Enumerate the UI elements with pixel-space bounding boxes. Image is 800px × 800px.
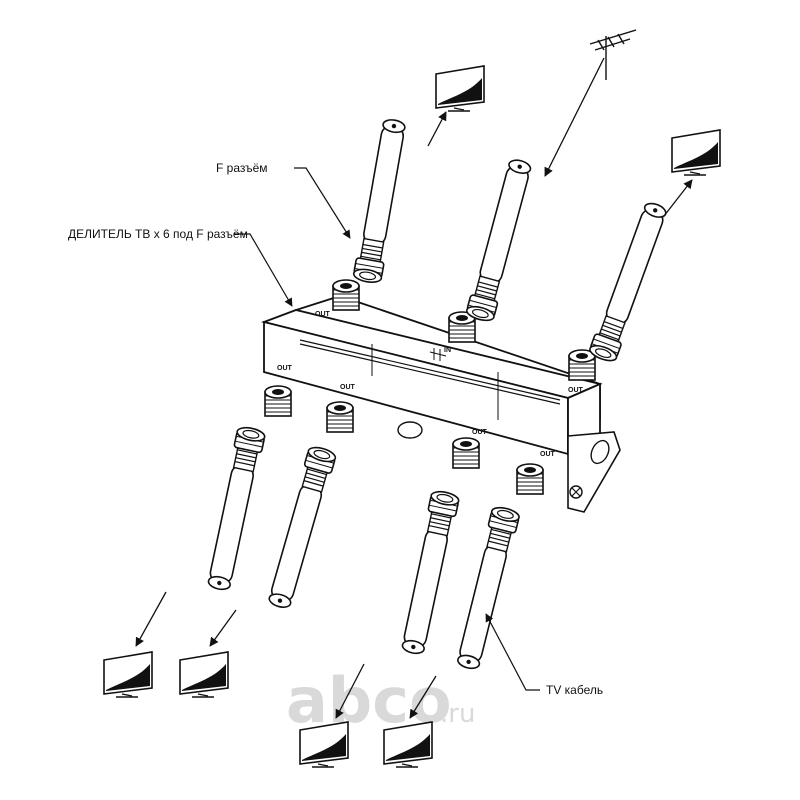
port-label-out: OUT <box>568 387 584 394</box>
antenna-icon <box>589 29 637 80</box>
cable-with-f-connector <box>452 504 522 672</box>
splitter-body <box>260 295 621 513</box>
watermark: abco .ru <box>286 664 475 737</box>
f-port-out <box>452 437 480 469</box>
cable-with-f-connector <box>203 424 267 593</box>
label-f-connector: F разъём <box>216 161 268 175</box>
signal-arrows <box>135 57 693 719</box>
watermark-suffix: .ru <box>440 699 475 729</box>
tv-icon <box>299 721 349 768</box>
cable-with-f-connector <box>464 156 536 324</box>
callout-lines <box>234 167 540 691</box>
tv-icon <box>103 651 153 698</box>
label-splitter: ДЕЛИТЕЛЬ ТВ х 6 под F разъём <box>68 227 248 241</box>
tv-icon <box>435 65 485 112</box>
f-port-out <box>264 385 292 417</box>
f-port-out <box>332 279 360 311</box>
f-port-out <box>568 349 596 381</box>
cable-with-f-connector <box>264 444 338 612</box>
port-label-out: OUT <box>472 429 488 436</box>
cable-with-f-connector <box>397 488 461 657</box>
label-tv-cable: TV кабель <box>546 683 603 697</box>
port-label-out: OUT <box>315 311 331 318</box>
tv-icon <box>179 651 229 698</box>
port-label-out: OUT <box>540 451 556 458</box>
cable-with-f-connector <box>351 116 410 285</box>
f-port-out <box>516 463 544 495</box>
tv-icon <box>383 721 433 768</box>
port-label-out: OUT <box>277 365 293 372</box>
port-label-out: OUT <box>340 384 356 391</box>
port-label-in: IN <box>444 347 451 354</box>
cable-with-f-connector <box>587 199 672 365</box>
f-port-out <box>326 401 354 433</box>
tv-icon <box>671 129 721 176</box>
